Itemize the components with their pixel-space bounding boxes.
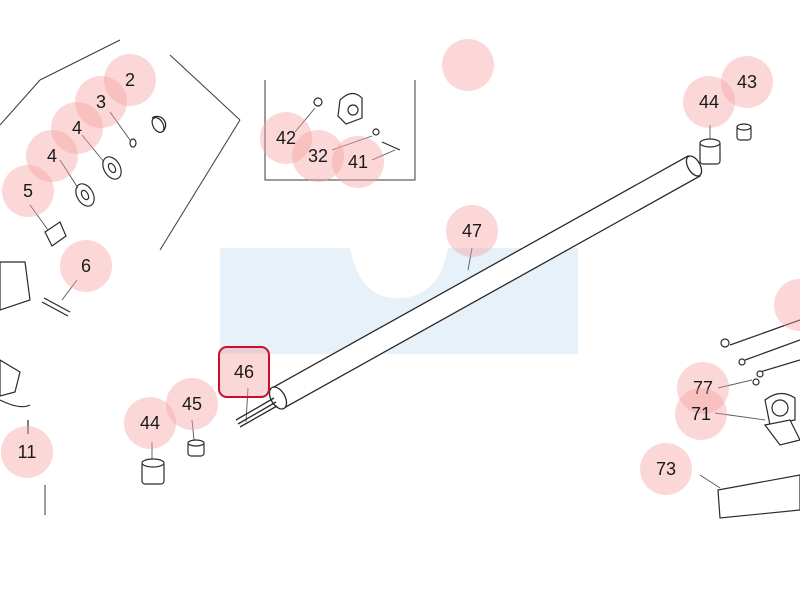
leader-lines	[29, 107, 766, 489]
inset-box	[264, 80, 416, 181]
callout-part[interactable]: 3	[75, 76, 127, 128]
callout-part[interactable]: 44	[124, 397, 176, 449]
callout-part[interactable]: 4	[51, 102, 103, 154]
callout-part[interactable]: 4	[26, 130, 78, 182]
callout-part[interactable]: 44	[683, 76, 735, 128]
callout-part[interactable]: 2	[104, 54, 156, 106]
circlip	[151, 115, 167, 133]
callout-part[interactable]: 43	[721, 56, 773, 108]
callout-part[interactable]: 73	[640, 443, 692, 495]
callout-part[interactable]: 41	[332, 136, 384, 188]
callout-part[interactable]: 45	[166, 378, 218, 430]
inset-parts	[313, 92, 401, 151]
callout-part[interactable]: 71	[675, 388, 727, 440]
right-clamp-assembly	[717, 319, 800, 519]
callout-part-selected[interactable]: 46	[218, 346, 270, 398]
left-housing-frame	[0, 39, 241, 515]
callout-part[interactable]: 47	[446, 205, 498, 257]
left-gear-parts	[0, 117, 165, 434]
callout-part[interactable]: 6	[60, 240, 112, 292]
callout-part[interactable]	[442, 39, 494, 91]
callout-part[interactable]: 77	[677, 362, 729, 414]
callout-part[interactable]: 11	[1, 426, 53, 478]
bushings	[141, 123, 752, 485]
drive-shaft-tube	[235, 155, 703, 428]
callout-part[interactable]: 5	[2, 165, 54, 217]
callout-part[interactable]: 32	[292, 130, 344, 182]
callout-part[interactable]: 42	[260, 112, 312, 164]
